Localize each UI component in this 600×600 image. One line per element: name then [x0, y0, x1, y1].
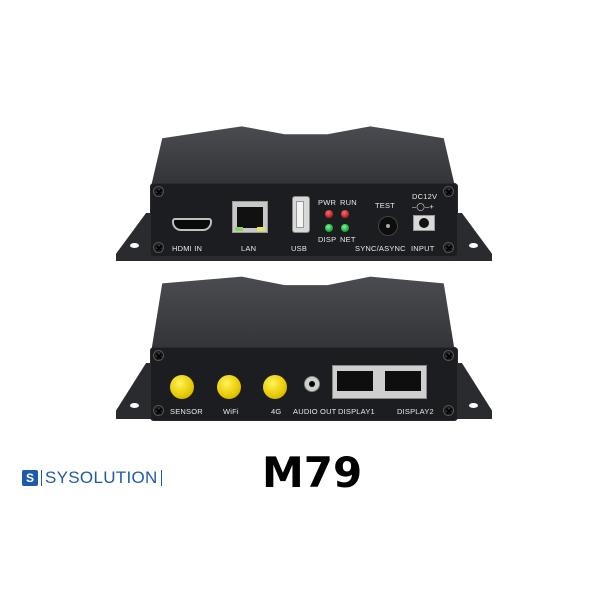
hdmi-port: [172, 218, 212, 231]
input-label: INPUT: [411, 244, 435, 253]
dc-polarity-icon: –◯–+: [412, 202, 434, 211]
brand-divider: [160, 470, 162, 486]
net-led-icon: [341, 224, 349, 232]
mount-hole: [130, 243, 139, 248]
pwr-led-icon: [325, 210, 333, 218]
display2-port: [385, 371, 421, 391]
screw-icon: [443, 186, 454, 197]
model-name: M79: [262, 448, 363, 497]
hdmi-label: HDMI IN: [172, 244, 203, 253]
net-led-label: NET: [340, 235, 356, 244]
device-top-shell: [150, 126, 456, 191]
mount-hole: [469, 243, 478, 248]
screw-icon: [443, 242, 454, 253]
screw-icon: [443, 405, 454, 416]
rear-panel: SENSOR WiFi 4G AUDIO OUT DISPLAY1 DISPLA…: [150, 347, 458, 421]
screw-icon: [443, 350, 454, 361]
usb-label: USB: [291, 244, 308, 253]
device-top-shell: [150, 276, 456, 359]
disp-led-icon: [325, 224, 333, 232]
screw-icon: [153, 242, 164, 253]
display2-label: DISPLAY2: [397, 407, 434, 416]
pwr-led-label: PWR: [318, 198, 337, 207]
test-label: TEST: [375, 201, 395, 210]
brand-name: SYSOLUTION: [45, 468, 158, 487]
run-led-icon: [341, 210, 349, 218]
screw-icon: [153, 405, 164, 416]
dc-power-jack: [413, 215, 435, 231]
display1-label: DISPLAY1: [338, 407, 375, 416]
brand-divider: [41, 470, 42, 486]
disp-led-label: DISP: [318, 235, 337, 244]
rear-device: SENSOR WiFi 4G AUDIO OUT DISPLAY1 DISPLA…: [116, 275, 492, 425]
brand-logo: S SYSOLUTION: [22, 468, 162, 488]
run-led-label: RUN: [340, 198, 357, 207]
4g-label: 4G: [271, 407, 282, 416]
mount-hole: [130, 403, 139, 408]
display-ports: [332, 365, 427, 399]
screw-icon: [153, 350, 164, 361]
usb-port: [292, 196, 310, 233]
test-button[interactable]: [378, 216, 398, 236]
sensor-label: SENSOR: [170, 407, 203, 416]
sync-async-label: SYNC/ASYNC: [355, 244, 406, 253]
sensor-antenna-connector: [170, 375, 194, 399]
dc12v-label: DC12V: [412, 192, 438, 201]
front-device: HDMI IN LAN USB PWR RUN DISP NET TEST SY…: [116, 125, 492, 265]
lan-port: [232, 201, 268, 233]
audio-out-label: AUDIO OUT: [293, 407, 337, 416]
wifi-antenna-connector: [217, 375, 241, 399]
wifi-label: WiFi: [223, 407, 239, 416]
4g-antenna-connector: [263, 375, 287, 399]
audio-out-jack: [304, 376, 320, 392]
mount-hole: [469, 403, 478, 408]
screw-icon: [153, 186, 164, 197]
display1-port: [337, 371, 373, 391]
front-panel: HDMI IN LAN USB PWR RUN DISP NET TEST SY…: [150, 183, 458, 257]
sysolution-logo-icon: S: [22, 470, 38, 486]
lan-label: LAN: [241, 244, 257, 253]
